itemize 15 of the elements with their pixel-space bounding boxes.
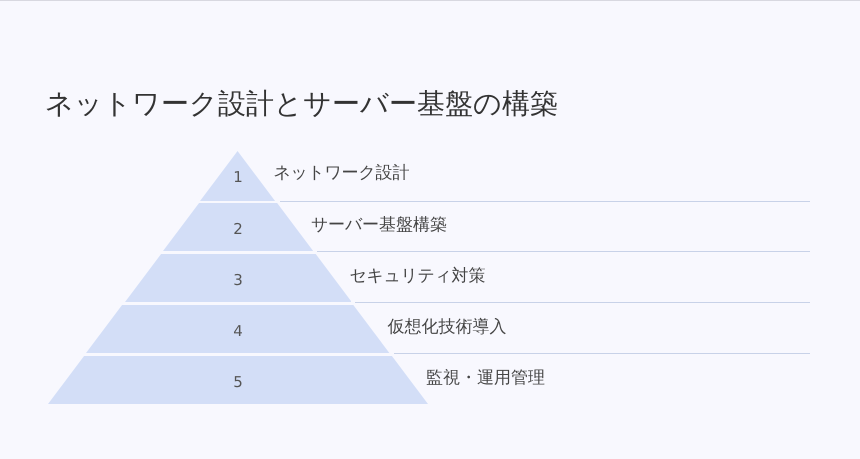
tier-label: ネットワーク設計	[274, 162, 410, 184]
tier-number: 3	[232, 271, 244, 289]
pyramid-tier	[162, 203, 314, 251]
pyramid-tier	[48, 356, 428, 404]
tier-label: セキュリティ対策	[349, 265, 486, 287]
tier-number: 4	[232, 322, 244, 340]
tier-number: 5	[232, 373, 244, 391]
tier-number: 1	[232, 168, 244, 186]
pyramid-tier	[124, 254, 352, 302]
tier-number: 2	[232, 220, 244, 238]
pyramid-tier	[200, 151, 276, 201]
title: ネットワーク設計とサーバー基盤の構築	[45, 86, 558, 122]
tier-label: 監視・運用管理	[426, 367, 545, 389]
tier-label: サーバー基盤構築	[311, 214, 448, 236]
tier-label: 仮想化技術導入	[388, 316, 507, 338]
